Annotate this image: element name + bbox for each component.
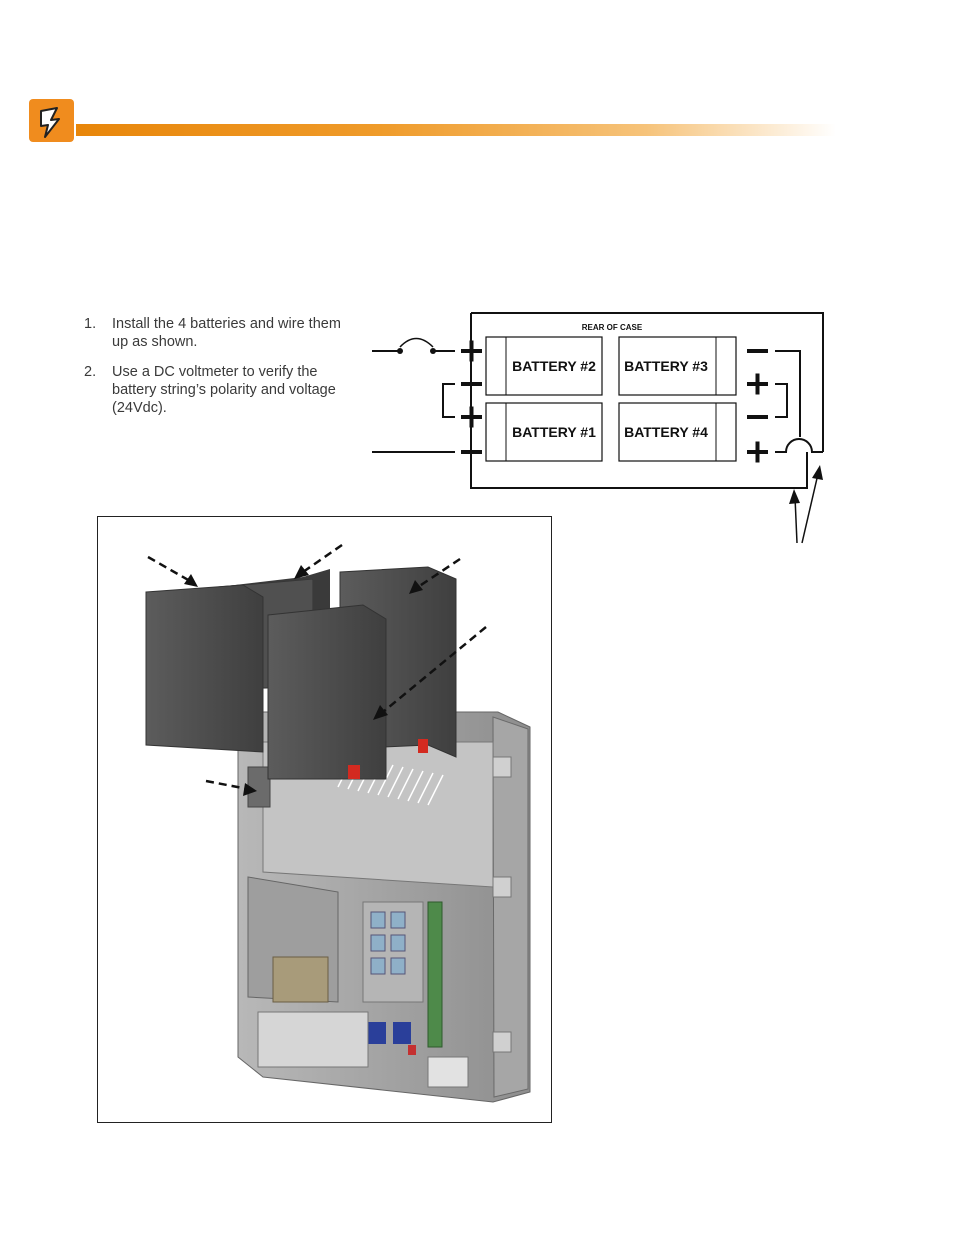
minus-icon	[461, 382, 482, 386]
jumper-wire-right	[775, 383, 788, 418]
step-text: Install the 4 batteries and wire them up…	[112, 316, 341, 350]
step-item: 1. Install the 4 batteries and wire them…	[84, 315, 344, 351]
step-number: 1.	[84, 316, 97, 332]
step-text: Use a DC voltmeter to verify the battery…	[112, 364, 336, 416]
battery-1: BATTERY #1	[485, 402, 603, 462]
step-number: 2.	[84, 364, 97, 380]
plus-icon	[747, 441, 768, 463]
series-wire	[775, 350, 801, 437]
minus-icon	[747, 349, 768, 353]
case-label: REAR OF CASE	[582, 323, 643, 332]
plus-icon	[461, 406, 482, 428]
plus-icon	[747, 373, 768, 395]
minus-icon	[461, 450, 482, 454]
switch-icon	[399, 337, 434, 348]
header-accent-bar	[76, 124, 836, 136]
battery-wiring-diagram: REAR OF CASE BATTERY #2 BATTERY #3 BATTE…	[372, 312, 824, 544]
battery-3: BATTERY #3	[618, 336, 737, 396]
battery-2: BATTERY #2	[485, 336, 603, 396]
battery-label: BATTERY #2	[512, 358, 596, 374]
plus-icon	[461, 340, 482, 362]
lightning-bolt-icon	[29, 99, 74, 142]
battery-label: BATTERY #1	[512, 424, 596, 440]
step-item: 2. Use a DC voltmeter to verify the batt…	[84, 363, 344, 417]
battery-enclosure-illustration	[145, 543, 531, 1103]
minus-icon	[747, 415, 768, 419]
battery-4: BATTERY #4	[618, 402, 737, 462]
battery-label: BATTERY #4	[624, 424, 708, 440]
instruction-steps: 1. Install the 4 batteries and wire them…	[84, 315, 344, 429]
battery-label: BATTERY #3	[624, 358, 708, 374]
battery-illustration	[267, 604, 387, 780]
battery-illustration	[145, 584, 264, 753]
jumper-wire-left	[442, 383, 455, 418]
installation-illustration	[97, 516, 552, 1123]
wire-crossover	[775, 438, 823, 453]
